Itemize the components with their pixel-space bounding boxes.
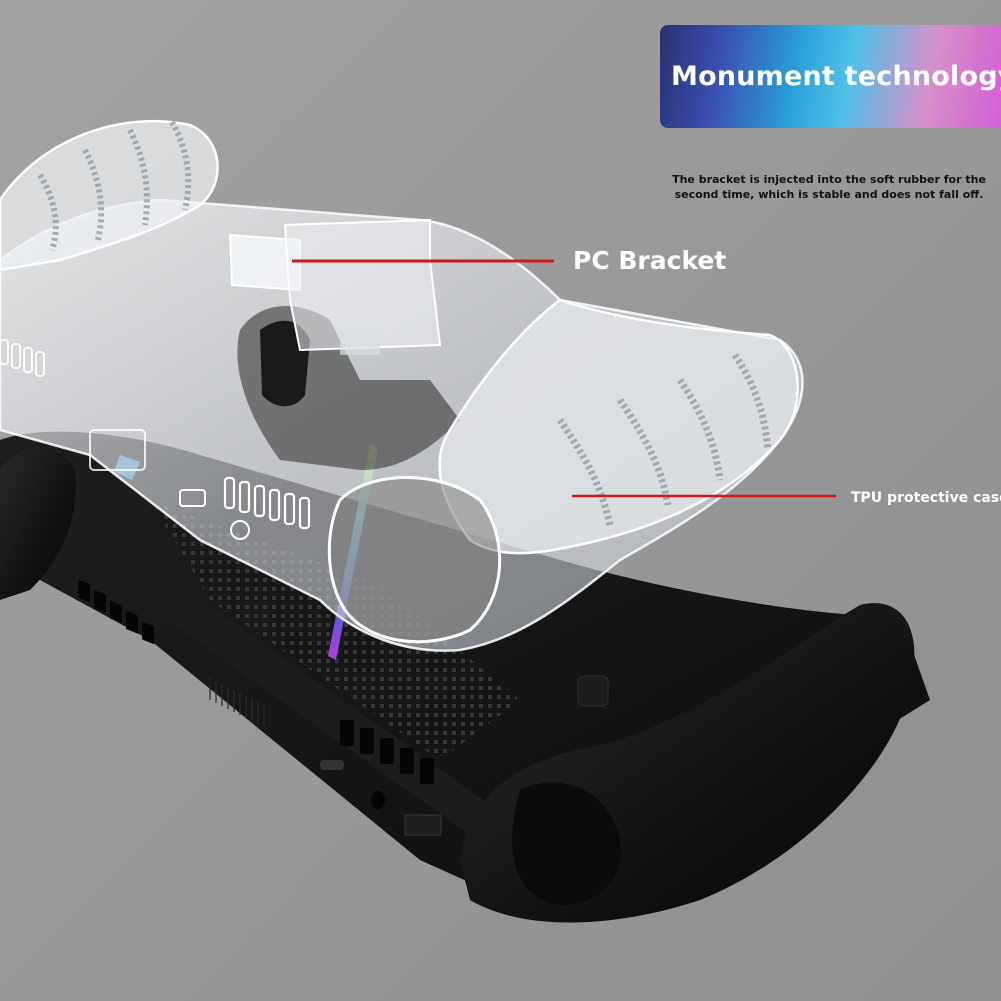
monument-technology-badge: Monument technology — [660, 25, 1001, 128]
caption-line-2: second time, which is stable and does no… — [674, 188, 984, 201]
left-grip — [0, 447, 76, 600]
clear-case — [0, 119, 804, 652]
caption-line-1: The bracket is injected into the soft ru… — [672, 173, 986, 186]
feature-caption: The bracket is injected into the soft ru… — [664, 172, 994, 202]
pc-bracket-label: PC Bracket — [573, 246, 727, 275]
tpu-case-label: TPU protective case — [851, 490, 1001, 506]
badge-title: Monument technology — [671, 61, 1001, 92]
